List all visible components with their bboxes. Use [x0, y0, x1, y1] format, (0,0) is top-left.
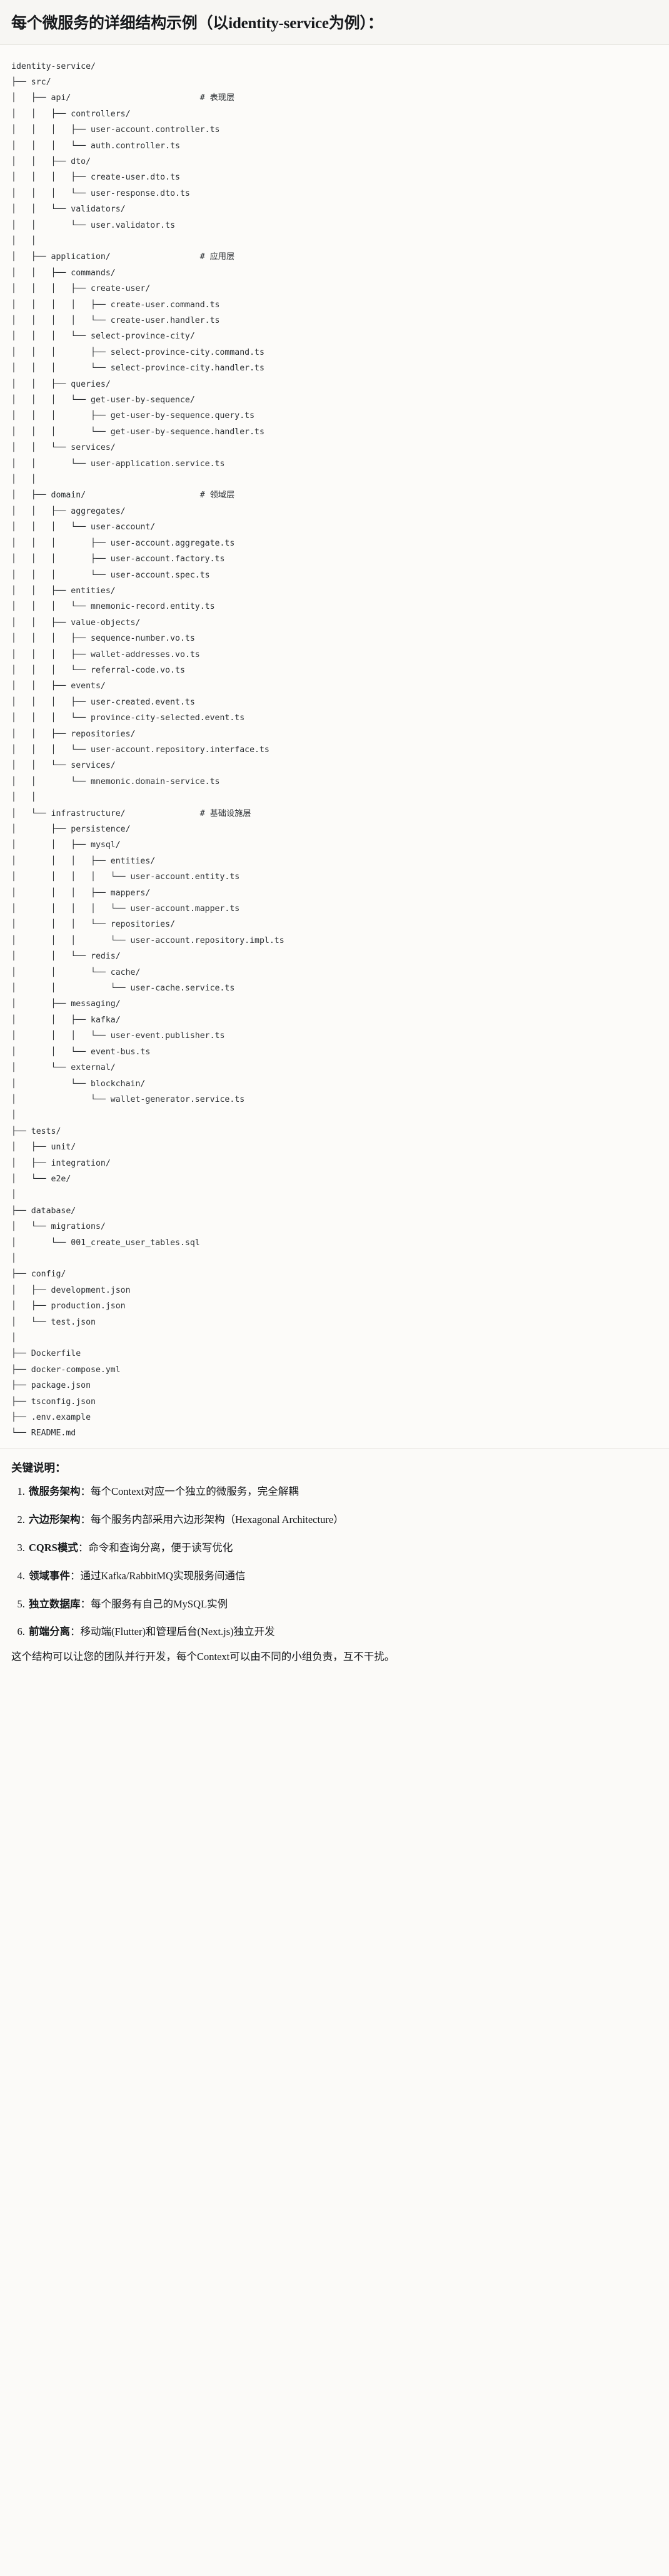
key-note-description: 每个Context对应一个独立的微服务，完全解耦 — [91, 1485, 299, 1497]
key-note-term: 微服务架构 — [29, 1485, 81, 1497]
key-note-item: 独立数据库：每个服务有自己的MySQL实例 — [28, 1597, 658, 1612]
key-notes-section: 关键说明： 微服务架构：每个Context对应一个独立的微服务，完全解耦六边形架… — [0, 1448, 669, 1670]
page-title: 每个微服务的详细结构示例（以identity-service为例）： — [11, 15, 383, 32]
key-note-term: 六边形架构 — [29, 1513, 81, 1525]
key-note-item: 领域事件：通过Kafka/RabbitMQ实现服务间通信 — [28, 1569, 658, 1584]
key-note-description: 每个服务内部采用六边形架构（Hexagonal Architecture） — [91, 1513, 344, 1525]
key-note-description: 通过Kafka/RabbitMQ实现服务间通信 — [80, 1569, 246, 1582]
key-note-separator: ： — [78, 1541, 89, 1554]
directory-tree: identity-service/ ├── src/ │ ├── api/ # … — [11, 61, 284, 1438]
key-note-term: 独立数据库 — [29, 1597, 81, 1610]
key-note-item: 微服务架构：每个Context对应一个独立的微服务，完全解耦 — [28, 1484, 658, 1499]
directory-tree-block: identity-service/ ├── src/ │ ├── api/ # … — [0, 44, 669, 1448]
title-block: 每个微服务的详细结构示例（以identity-service为例）： — [0, 0, 669, 45]
key-note-item: 六边形架构：每个服务内部采用六边形架构（Hexagonal Architectu… — [28, 1512, 658, 1527]
key-note-term: CQRS模式 — [29, 1541, 78, 1554]
closing-paragraph: 这个结构可以让您的团队并行开发，每个Context可以由不同的小组负责，互不干扰… — [11, 1651, 395, 1663]
key-note-description: 每个服务有自己的MySQL实例 — [91, 1597, 228, 1610]
key-note-separator: ： — [70, 1569, 81, 1582]
key-note-item: 前端分离：移动端(Flutter)和管理后台(Next.js)独立开发 — [28, 1624, 658, 1639]
key-notes-heading: 关键说明： — [11, 1461, 66, 1474]
key-notes-list: 微服务架构：每个Context对应一个独立的微服务，完全解耦六边形架构：每个服务… — [11, 1484, 658, 1640]
key-note-separator: ： — [70, 1626, 81, 1638]
key-note-separator: ： — [80, 1513, 91, 1525]
key-note-description: 移动端(Flutter)和管理后台(Next.js)独立开发 — [80, 1626, 275, 1638]
key-note-term: 领域事件 — [29, 1569, 70, 1582]
key-note-term: 前端分离 — [29, 1626, 70, 1638]
key-note-description: 命令和查询分离，便于读写优化 — [88, 1541, 233, 1554]
key-note-item: CQRS模式：命令和查询分离，便于读写优化 — [28, 1540, 658, 1555]
key-note-separator: ： — [80, 1597, 91, 1610]
key-note-separator: ： — [80, 1485, 91, 1497]
